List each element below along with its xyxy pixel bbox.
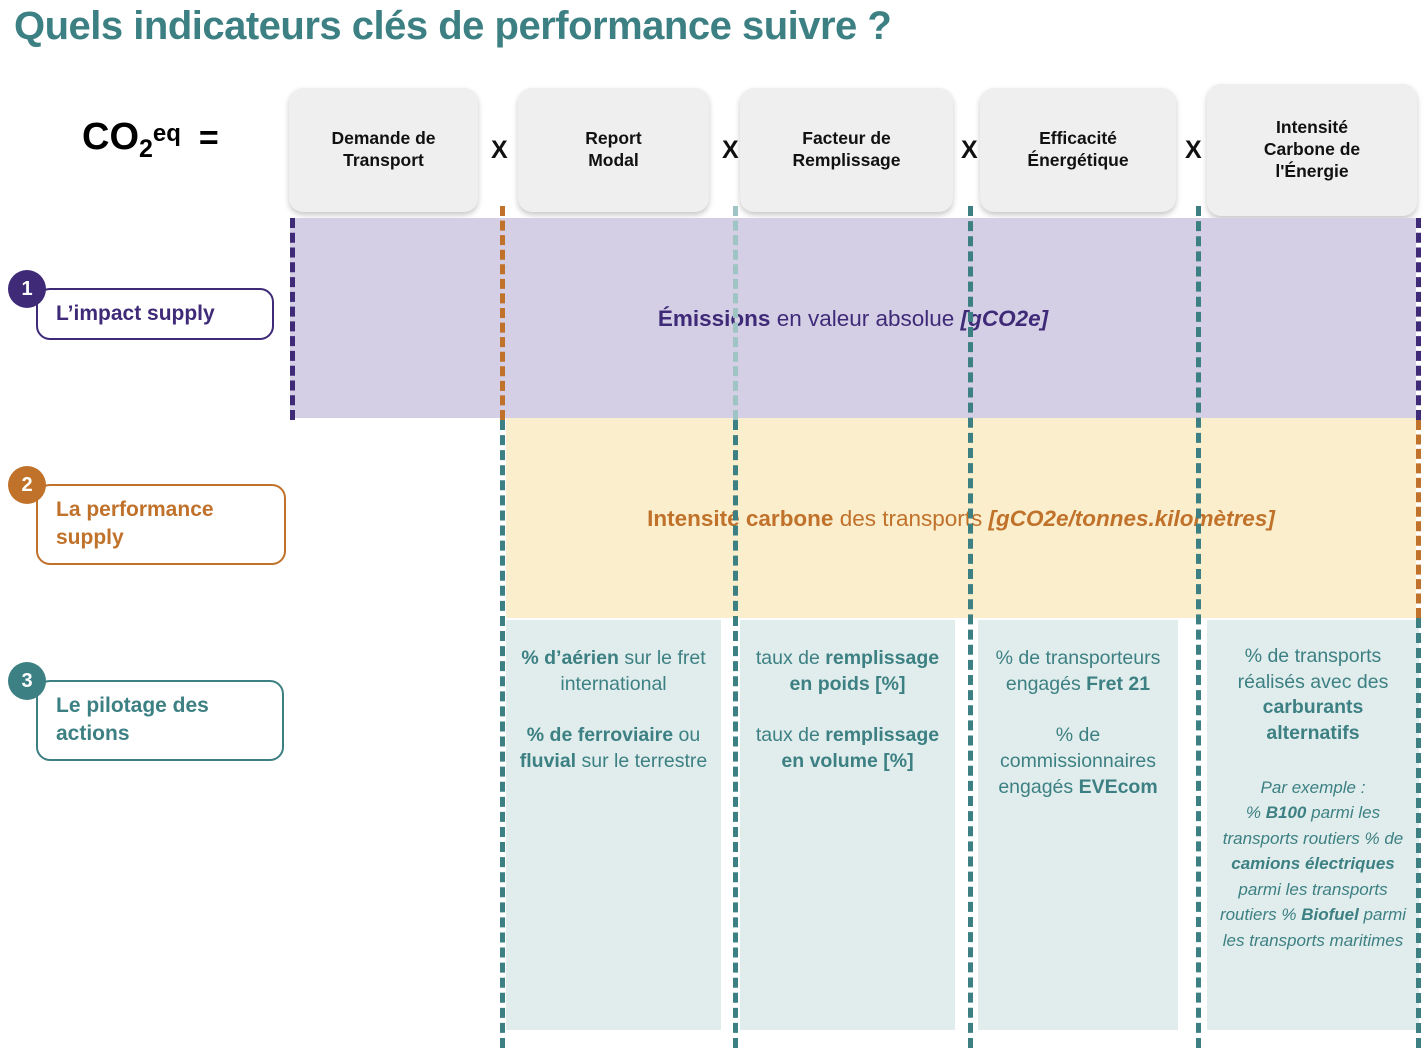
multiply-operator-2: X xyxy=(722,136,739,164)
multiply-operator-1: X xyxy=(491,136,508,164)
column-line: % de transports réalisés avec des carbur… xyxy=(1217,644,1409,747)
column-line: % de transporteurs engagés Fret 21 xyxy=(988,646,1168,697)
kpi-strong: remplissage en volume [%] xyxy=(781,724,940,773)
band-performance-supply: Intensité carbone des transports [gCO2e/… xyxy=(506,418,1416,618)
separator-orange-col1 xyxy=(500,206,505,420)
separator-right-orange xyxy=(1416,420,1421,618)
kpi-plain: % de transports réalisés avec des xyxy=(1237,645,1389,693)
example-intro: Par exemple : xyxy=(1260,777,1366,797)
factor-line: Facteur de xyxy=(802,128,891,149)
kpi-strong: carburants alternatifs xyxy=(1262,696,1364,745)
step-pill-1[interactable]: L’impact supply xyxy=(36,288,274,341)
separator-right-purple xyxy=(1416,218,1421,420)
column-line: % de ferroviaire ou fluvial sur le terre… xyxy=(516,723,711,774)
step-badge-3: 3 xyxy=(8,662,46,700)
band-performance-strong: Intensité carbone xyxy=(647,506,834,531)
example-plain: % xyxy=(1245,803,1266,823)
separator-purple-left xyxy=(290,218,295,420)
factor-text: Demande de Transport xyxy=(331,128,435,172)
kpi-plain: % de commissionnaires engagés xyxy=(998,724,1157,798)
multiply-operator-4: X xyxy=(1185,136,1202,164)
factor-line: Modal xyxy=(588,150,639,170)
example-plain: % xyxy=(1281,905,1302,925)
column-line: taux de remplissage en volume [%] xyxy=(750,723,945,774)
band-impact-unit: [gCO2e] xyxy=(960,306,1049,331)
kpi-strong: % de ferroviaire xyxy=(526,724,674,747)
factor-box-demande-de-transport[interactable]: Demande de Transport xyxy=(289,88,478,212)
factor-line: Efficacité xyxy=(1039,128,1117,149)
formula-equals: = xyxy=(198,119,219,157)
step-pill-2[interactable]: La performance supply xyxy=(36,484,286,565)
column-efficacite-energetique: % de transporteurs engagés Fret 21 % de … xyxy=(978,620,1178,1030)
separator-right-teal xyxy=(1416,618,1421,1048)
example-strong: camions électriques xyxy=(1231,854,1395,874)
kpi-strong: fluvial xyxy=(519,750,577,773)
example-plain: parmi les transports maritimes xyxy=(1222,905,1407,950)
column-report-modal: % d’aérien sur le fret international % d… xyxy=(506,620,721,1030)
column-facteur-remplissage: taux de remplissage en poids [%] taux de… xyxy=(740,620,955,1030)
separator-teal-col3 xyxy=(968,206,973,1048)
kpi-plain: sur le fret international xyxy=(560,647,706,695)
kpi-plain: ou xyxy=(673,724,701,747)
factor-line: Report xyxy=(585,128,642,149)
kpi-plain: sur le terrestre xyxy=(576,750,708,773)
column-example-block: Par exemple : % B100 parmi les transport… xyxy=(1217,775,1409,954)
column-line: taux de remplissage en poids [%] xyxy=(750,646,945,697)
co2eq-formula: CO2eq = xyxy=(82,118,219,162)
factor-line: l'Énergie xyxy=(1275,160,1349,181)
step-badge-1: 1 xyxy=(8,270,46,308)
factor-box-efficacite-energetique[interactable]: Efficacité Énergétique xyxy=(980,88,1176,212)
example-plain: parmi les transports routiers xyxy=(1222,803,1381,848)
band-impact-label: Émissions en valeur absolue [gCO2e] xyxy=(290,304,1416,333)
kpi-strong: Fret 21 xyxy=(1086,672,1151,695)
column-intensite-carbone: % de transports réalisés avec des carbur… xyxy=(1207,620,1419,1030)
page-title: Quels indicateurs clés de performance su… xyxy=(14,4,892,48)
factor-line: Carbone de xyxy=(1263,139,1361,160)
factor-box-intensite-carbone-energie[interactable]: Intensité Carbone de l'Énergie xyxy=(1207,84,1417,216)
factor-text: Intensité Carbone de l'Énergie xyxy=(1264,117,1360,183)
kpi-strong: remplissage en poids [%] xyxy=(789,647,940,695)
separator-teal-col2-top xyxy=(733,206,738,420)
formula-base: CO xyxy=(82,116,139,158)
band-impact-strong: Émissions xyxy=(657,306,771,331)
factor-line: Énergétique xyxy=(1027,150,1129,170)
kpi-plain: % de transporteurs engagés xyxy=(995,647,1161,695)
formula-subscript: 2 xyxy=(139,135,153,163)
multiply-operator-3: X xyxy=(961,136,978,164)
kpi-strong: % d’aérien xyxy=(521,647,619,669)
column-line: % d’aérien sur le fret international xyxy=(516,646,711,697)
band-performance-label: Intensité carbone des transports [gCO2e/… xyxy=(506,504,1416,533)
separator-teal-col4 xyxy=(1196,206,1201,1048)
factor-line: Transport xyxy=(343,150,424,170)
separator-teal-col2 xyxy=(733,420,738,1048)
kpi-plain: taux de xyxy=(755,724,826,747)
factor-text: Facteur de Remplissage xyxy=(793,128,901,172)
band-impact-supply: Émissions en valeur absolue [gCO2e] xyxy=(290,218,1416,418)
step-badge-2: 2 xyxy=(8,466,46,504)
example-strong: Biofuel xyxy=(1301,905,1359,925)
example-plain: parmi les transports routiers xyxy=(1219,879,1388,925)
example-strong: B100 xyxy=(1265,803,1307,823)
band-impact-plain: en valeur absolue xyxy=(770,306,961,331)
band-performance-plain: des transports xyxy=(833,506,989,531)
factor-text: Report Modal xyxy=(585,128,641,172)
column-line: % de commissionnaires engagés EVEcom xyxy=(988,723,1168,800)
separator-teal-col1 xyxy=(500,420,505,1048)
factor-box-report-modal[interactable]: Report Modal xyxy=(518,88,709,212)
step-pill-3[interactable]: Le pilotage des actions xyxy=(36,680,284,761)
factor-line: Remplissage xyxy=(792,150,901,170)
formula-superscript: eq xyxy=(152,120,181,147)
band-performance-unit: [gCO2e/tonnes.kilomètres] xyxy=(988,506,1275,531)
kpi-plain: taux de xyxy=(755,647,826,669)
factor-text: Efficacité Énergétique xyxy=(1027,128,1128,172)
example-plain: % de xyxy=(1364,828,1404,848)
factor-box-facteur-de-remplissage[interactable]: Facteur de Remplissage xyxy=(740,88,953,212)
kpi-strong: EVEcom xyxy=(1078,775,1158,798)
factor-line: Demande de xyxy=(331,128,436,149)
factor-line: Intensité xyxy=(1276,117,1348,138)
